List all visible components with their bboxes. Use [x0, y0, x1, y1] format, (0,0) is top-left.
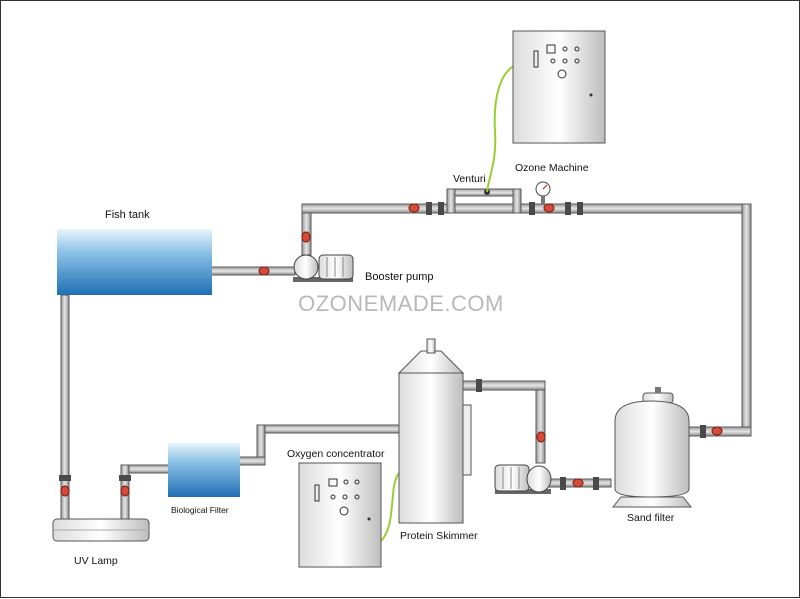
booster-pump-housing: [293, 254, 319, 280]
pipe-tank-to-pump: [210, 266, 296, 276]
booster-pump: [293, 254, 354, 282]
pipe-skimmer-to-biofilter-h: [260, 424, 400, 434]
ozone-machine-knob: [550, 58, 556, 64]
fitting: [59, 475, 71, 481]
oxygen-concentrator-switch: [339, 506, 349, 516]
venturi-bypass: [446, 188, 522, 197]
fitting: [577, 202, 583, 215]
valve: [301, 231, 311, 243]
label-biological-filter: Biological Filter: [171, 505, 229, 515]
biological-filter-water: [168, 443, 240, 497]
ozone-machine-knob: [574, 58, 580, 64]
fitting: [700, 425, 706, 438]
oxygen-concentrator-flowmeter: [314, 484, 320, 502]
ozone-machine-cabinet: [512, 30, 606, 144]
oxygen-concentrator-knob: [330, 494, 336, 500]
sand-filter-stand: [611, 496, 693, 508]
fitting: [476, 379, 482, 392]
gauge-stem: [541, 196, 545, 204]
label-fish-tank: Fish tank: [105, 209, 150, 221]
gauge-needle: [542, 184, 548, 190]
ozone-machine: [512, 30, 606, 144]
ozone-machine-flowmeter: [533, 50, 539, 68]
watermark-text: OZONEMADE.COM: [298, 291, 504, 316]
fitting: [119, 475, 131, 481]
label-oxygen-concentrator: Oxygen concentrator: [287, 448, 385, 460]
oxygen-concentrator-knob: [342, 494, 348, 500]
fitting: [560, 477, 566, 490]
pipe-to-skimmer-top: [462, 380, 546, 391]
ozone-supply-tube: [486, 64, 517, 193]
fitting: [529, 202, 535, 215]
label-ozone-machine: Ozone Machine: [515, 162, 589, 174]
pipe-fittings: [59, 202, 706, 490]
sand-filter: [611, 387, 693, 508]
pipe-biofilter-inlet: [238, 456, 266, 466]
sand-filter-valve-stem: [655, 387, 661, 393]
oxygen-concentrator-knob: [343, 479, 349, 485]
valve: [60, 485, 70, 497]
venturi-left-leg: [446, 188, 456, 214]
sand-filter-tank: [614, 400, 690, 498]
venturi-right-leg: [512, 188, 522, 214]
oxygen-concentrator: [298, 462, 382, 568]
biological-filter: [168, 443, 240, 497]
protein-skimmer-neck: [426, 338, 436, 354]
booster-pump-motor: [318, 254, 354, 280]
protein-skimmer-window: [462, 404, 472, 476]
valve: [536, 431, 546, 443]
oxygen-concentrator-cabinet: [298, 462, 382, 568]
oxygen-concentrator-lock: [367, 517, 371, 521]
ozone-machine-display: [546, 44, 556, 54]
pipe-pump-riser: [301, 206, 312, 256]
pipe-right-vertical: [741, 203, 752, 437]
skimmer-pump-housing: [526, 465, 552, 493]
fish-tank: [57, 229, 212, 295]
oxygen-concentrator-display: [328, 478, 338, 487]
pipe-skimmer-pump-riser: [535, 384, 546, 464]
fitting: [438, 202, 444, 215]
valves: [60, 203, 723, 497]
ozone-machine-knob: [562, 46, 568, 52]
valve: [408, 203, 420, 213]
ozone-machine-knob: [574, 46, 580, 52]
label-booster-pump: Booster pump: [365, 271, 433, 283]
pipe-skimmer-to-biofilter-v: [256, 424, 266, 462]
skimmer-pump: [494, 464, 552, 494]
label-sand-filter: Sand filter: [627, 512, 675, 524]
venturi-body: [454, 203, 514, 214]
protein-skimmer-body: [398, 372, 464, 524]
valve: [711, 426, 723, 436]
protein-skimmer: [397, 338, 472, 524]
valve: [572, 478, 584, 488]
ozone-machine-switch: [557, 69, 567, 79]
pipe-top-line-right: [520, 203, 752, 214]
skimmer-pump-motor: [494, 464, 530, 492]
fitting: [593, 477, 599, 490]
label-venturi: Venturi: [453, 173, 486, 185]
oxygen-concentrator-knob: [354, 479, 360, 485]
fitting: [426, 202, 432, 215]
valve: [543, 203, 555, 213]
fitting: [565, 202, 571, 215]
fish-tank-water: [57, 229, 212, 295]
label-protein-skimmer: Protein Skimmer: [400, 530, 478, 542]
uv-lamp: [52, 518, 150, 542]
protein-skimmer-cap: [397, 350, 465, 374]
valve: [120, 485, 130, 497]
venturi-assembly: [446, 181, 551, 214]
ozone-machine-lock: [589, 93, 593, 97]
ozone-machine-knob: [562, 58, 568, 64]
valve: [258, 266, 270, 276]
oxygen-concentrator-knob: [354, 494, 360, 500]
label-uv-lamp: UV Lamp: [74, 555, 118, 567]
